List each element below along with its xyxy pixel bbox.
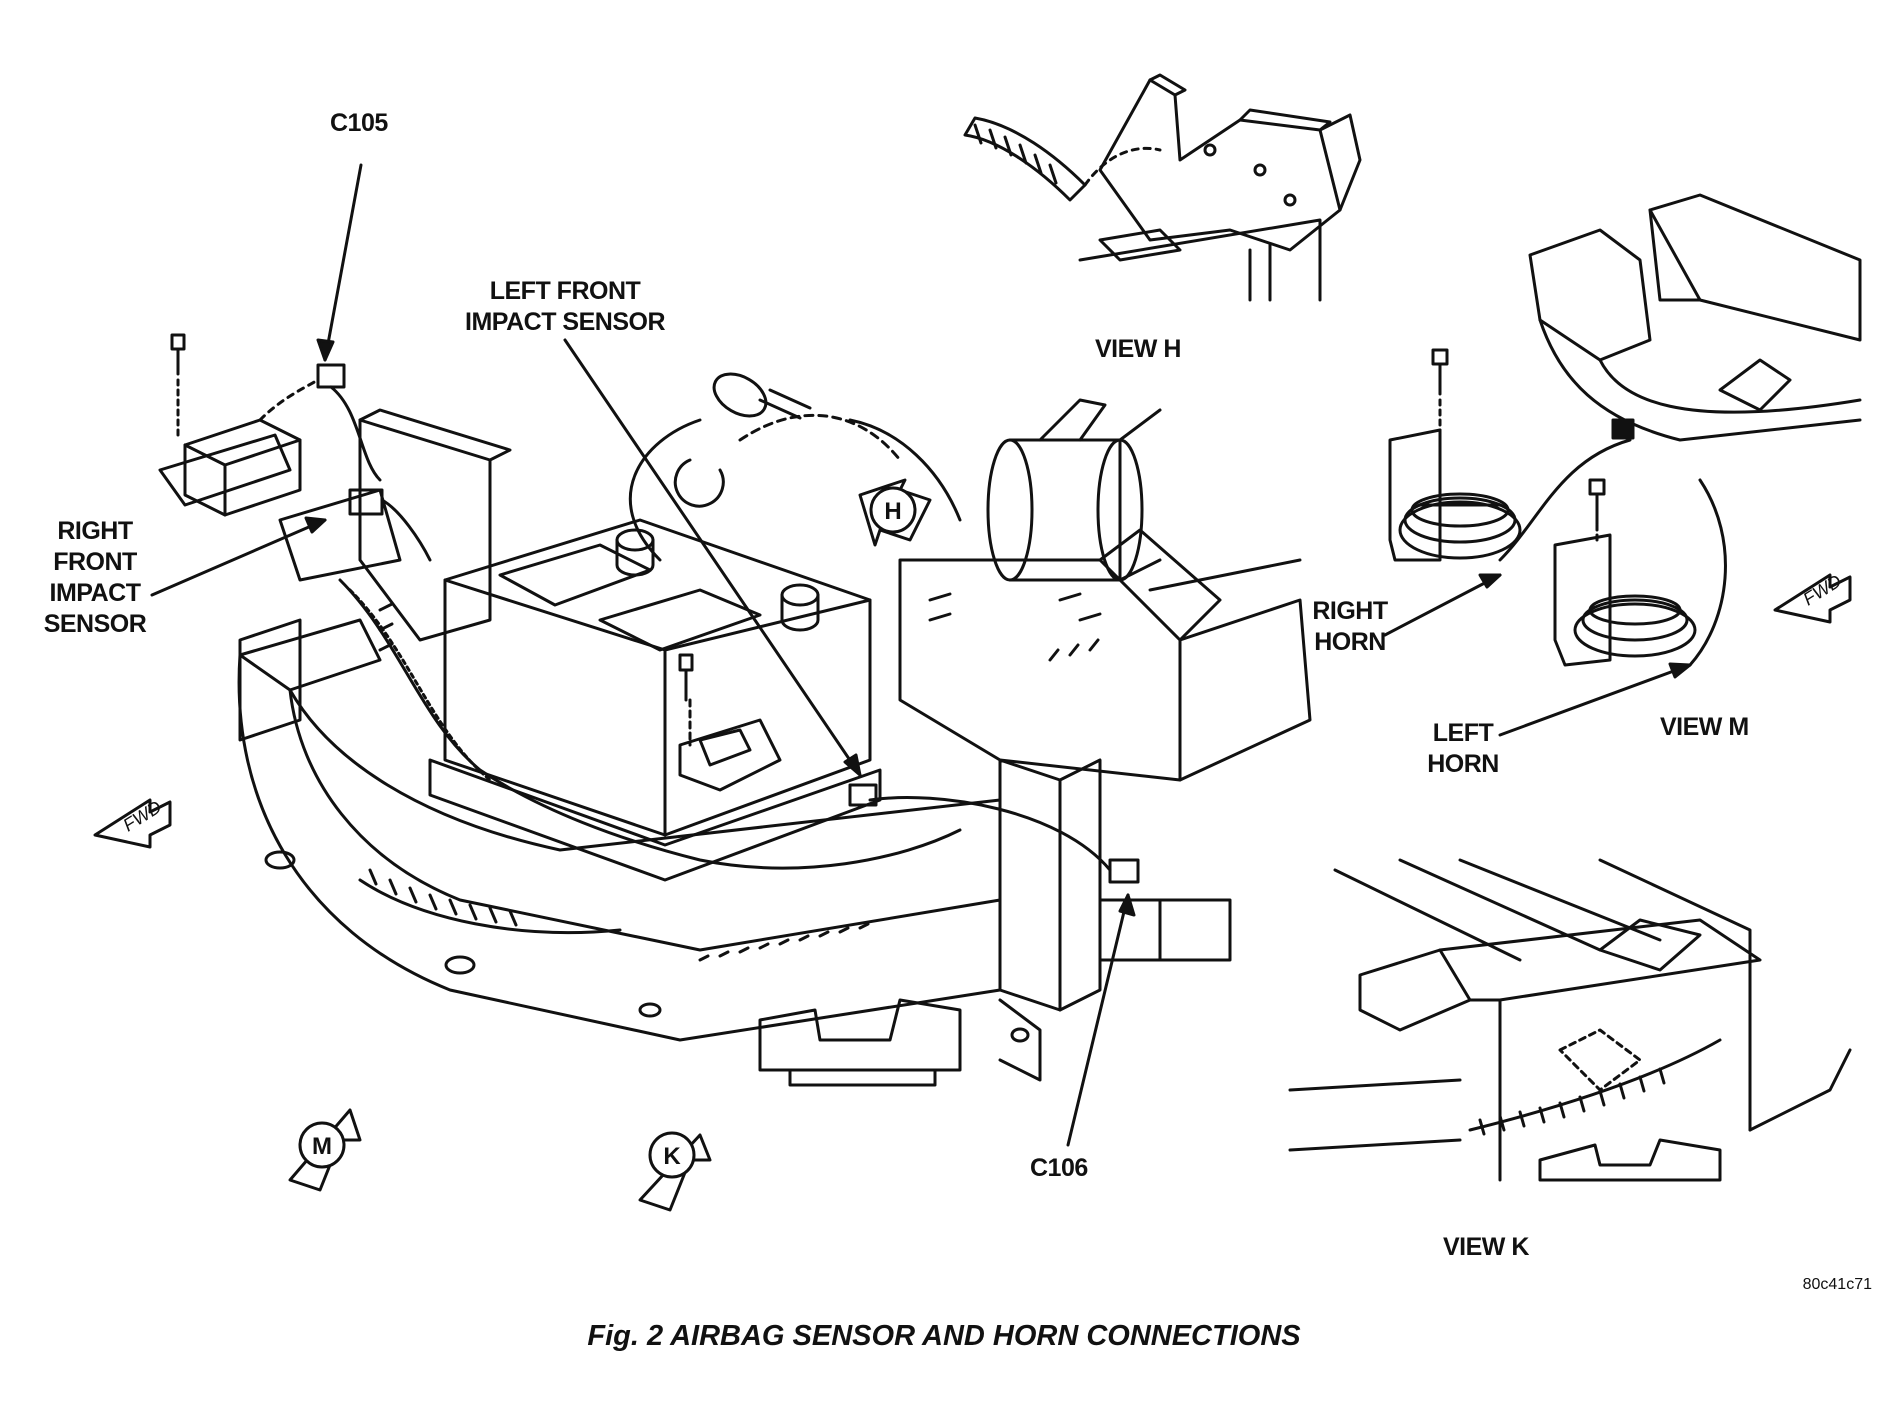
left-horn-line-2: HORN [1427, 750, 1499, 778]
view-m-detail [1388, 193, 1862, 667]
c106-label: C106 [1030, 1154, 1088, 1182]
left-horn-label: LEFT HORN [1418, 718, 1508, 780]
left-front-impact-sensor-label: LEFT FRONT IMPACT SENSOR [440, 276, 690, 338]
main-frame-assembly [158, 333, 1312, 1087]
view-marker-h-letter: H [884, 498, 901, 525]
right-horn-line-1: RIGHT [1312, 597, 1388, 625]
view-h-detail [963, 73, 1362, 302]
view-marker-h [858, 478, 932, 547]
right-horn-line-2: HORN [1314, 628, 1386, 656]
right-front-impact-sensor-line-3: IMPACT [49, 579, 141, 607]
right-horn-label: RIGHT HORN [1300, 596, 1400, 658]
view-m-label: VIEW M [1660, 713, 1749, 741]
left-horn-line-1: LEFT [1432, 719, 1494, 747]
right-front-impact-sensor-line-4: SENSOR [43, 610, 147, 638]
view-k-label: VIEW K [1443, 1233, 1529, 1261]
c105-label: C105 [330, 109, 388, 137]
fwd-arrow-right [1773, 573, 1852, 624]
figure-caption: Fig. 2 AIRBAG SENSOR AND HORN CONNECTION… [587, 1320, 1301, 1352]
view-h-label: VIEW H [1095, 335, 1181, 363]
view-marker-k [638, 1131, 712, 1212]
view-marker-m-letter: M [312, 1133, 332, 1160]
fwd-label-right: FWD [1800, 571, 1845, 610]
right-front-impact-sensor-line-1: RIGHT [57, 517, 133, 545]
fwd-arrow-left [93, 798, 172, 849]
left-front-impact-sensor-line-2: IMPACT SENSOR [465, 308, 666, 336]
left-front-impact-sensor-line-1: LEFT FRONT [489, 277, 641, 305]
right-front-impact-sensor-line-2: FRONT [53, 548, 137, 576]
view-marker-k-letter: K [663, 1143, 681, 1170]
view-k-detail [1288, 858, 1852, 1182]
right-front-impact-sensor-label: RIGHT FRONT IMPACT SENSOR [30, 516, 160, 640]
figure-code: 80c41c71 [1802, 1276, 1872, 1293]
view-marker-m [288, 1108, 362, 1192]
leader-lines [150, 163, 1692, 1147]
